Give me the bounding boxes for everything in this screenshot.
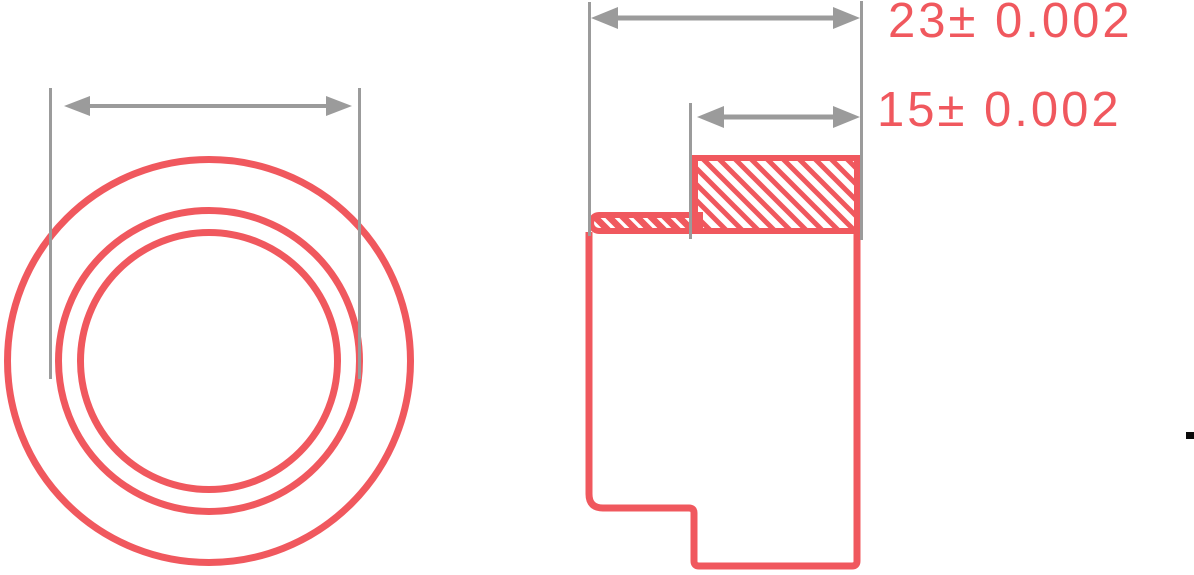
arrowhead-23-left-icon xyxy=(591,7,618,29)
outer-diameter-circle xyxy=(4,156,414,566)
arrowhead-23-right-icon xyxy=(833,7,860,29)
arrowhead-15-right-icon xyxy=(833,106,860,128)
bore-circle xyxy=(77,229,341,493)
section-body-outline xyxy=(585,232,861,570)
section-flange-hatched xyxy=(692,155,860,234)
front-view xyxy=(4,156,414,566)
stray-mark xyxy=(1186,432,1194,439)
arrowhead-15-left-icon xyxy=(697,106,724,128)
front-view-dimension xyxy=(49,88,361,379)
section-dimensions xyxy=(588,1,863,240)
dimension-label-15: 15± 0.002 xyxy=(877,83,1122,137)
section-lip-hatched xyxy=(588,212,703,234)
section-view xyxy=(585,155,861,570)
flange-step-circle xyxy=(55,207,363,515)
dimension-label-23: 23± 0.002 xyxy=(888,0,1133,48)
arrowhead-front-left-icon xyxy=(64,96,90,116)
arrowhead-front-right-icon xyxy=(326,96,352,116)
